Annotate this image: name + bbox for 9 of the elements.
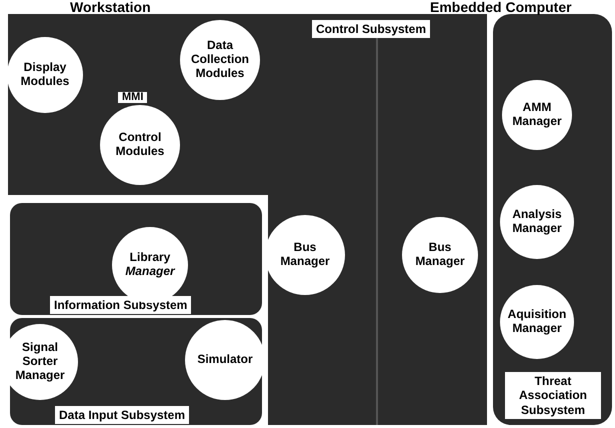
- subsystem-label: Threat Association Subsystem: [505, 372, 601, 420]
- subsystem-label: Information Subsystem: [50, 296, 192, 314]
- subsystem-panel: [493, 14, 612, 425]
- subsystem-panel: [10, 203, 262, 315]
- column-heading: Embedded Computer: [430, 0, 572, 14]
- subsystem-label: Data Input Subsystem: [55, 406, 190, 424]
- group-label: MMI: [118, 92, 148, 103]
- subsystem-label: Control Subsystem: [312, 20, 430, 38]
- column-heading: Workstation: [70, 0, 151, 14]
